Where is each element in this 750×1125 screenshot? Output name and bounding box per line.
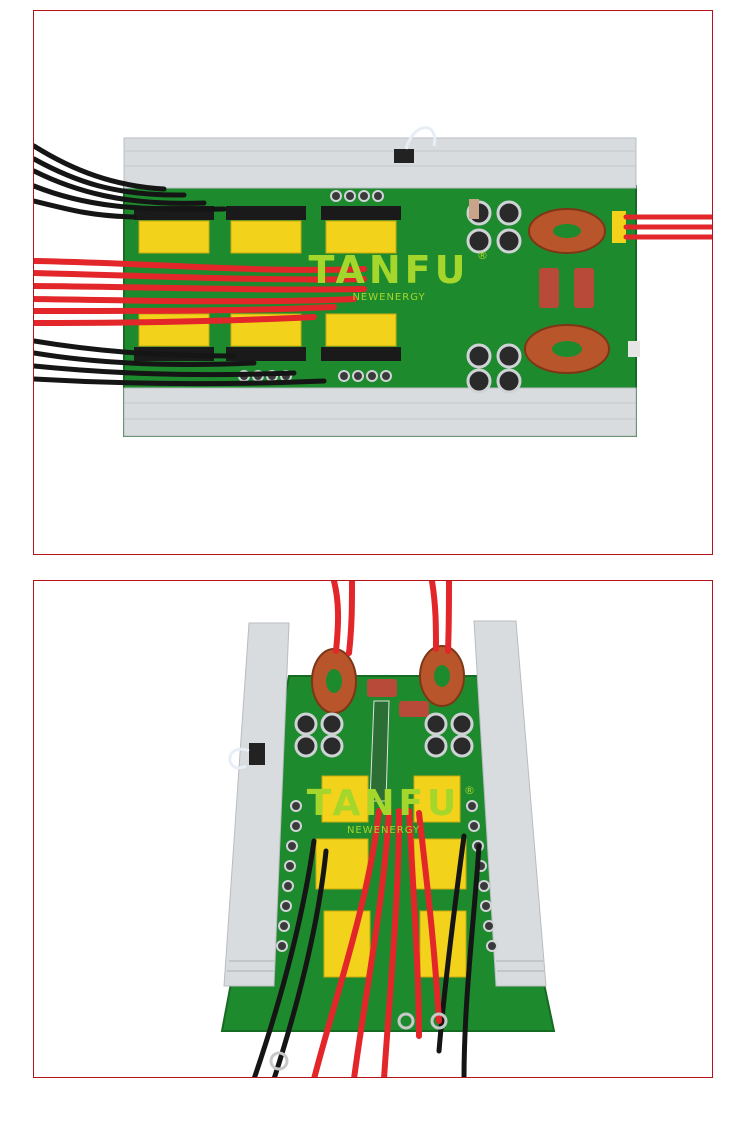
red-wires	[311, 581, 452, 1077]
film-capacitors	[469, 199, 594, 308]
heatsink-right	[473, 620, 547, 987]
red-input-wires	[34, 258, 367, 326]
toroid-coils	[524, 208, 610, 374]
red-output-wires	[623, 214, 712, 240]
product-photo-angled-view: TANFU NEWENERGY ®	[33, 580, 713, 1078]
thermal-sensor	[249, 743, 265, 765]
capacitors	[294, 712, 474, 758]
heatsink-top	[123, 137, 637, 189]
toroid-coils	[311, 645, 465, 714]
inverter-board-angled-illustration	[220, 581, 556, 1077]
ring-terminals	[269, 1012, 448, 1071]
black-input-wires	[34, 143, 327, 387]
product-photo-top-view: TANFU NEWENERGY ®	[33, 10, 713, 555]
transformers	[134, 206, 401, 361]
heatsink-left	[223, 622, 290, 987]
output-connector	[612, 211, 626, 243]
heatsink-bottom	[123, 387, 637, 437]
inverter-board-top-illustration	[34, 126, 712, 437]
transformers	[315, 775, 467, 978]
thermal-sensor	[394, 149, 414, 163]
